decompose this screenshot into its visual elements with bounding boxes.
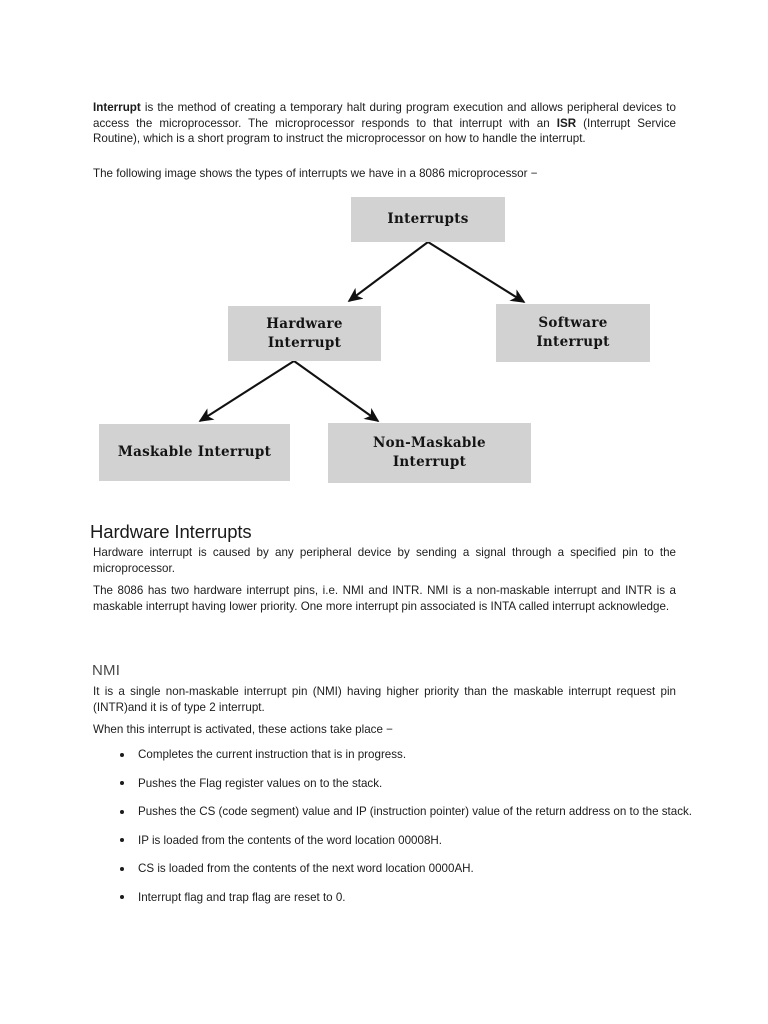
list-item: Interrupt flag and trap flag are reset t… [115, 890, 680, 906]
diagram-node-hardware-line2: Interrupt [267, 334, 342, 351]
list-item-label: Interrupt flag and trap flag are reset t… [138, 890, 346, 904]
hardware-paragraph-1: Hardware interrupt is caused by any peri… [93, 546, 676, 575]
bullet-dot-icon [120, 809, 124, 814]
list-item: Pushes the Flag register values on to th… [115, 776, 680, 792]
diagram-node-maskable-interrupt: Maskable Interrupt [99, 424, 290, 481]
list-item: Pushes the CS (code segment) value and I… [115, 804, 699, 820]
heading-hardware-interrupts: Hardware Interrupts [90, 521, 252, 543]
diagram-node-software-line2: Interrupt [536, 334, 610, 350]
list-item: CS is loaded from the contents of the ne… [115, 861, 680, 877]
nmi-paragraph-2: When this interrupt is activated, these … [93, 723, 393, 736]
intro-bold-interrupt: Interrupt [93, 101, 141, 114]
nmi-paragraph-1: It is a single non-maskable interrupt pi… [93, 685, 676, 714]
follow-paragraph: The following image shows the types of i… [93, 167, 538, 180]
intro-text-1: is the method of creating a temporary ha… [93, 101, 676, 130]
nmi-action-list: Completes the current instruction that i… [115, 747, 692, 919]
list-item: IP is loaded from the contents of the wo… [115, 833, 680, 849]
diagram-node-interrupts: Interrupts [351, 197, 505, 242]
edge-hardware-to-non-maskable [293, 360, 380, 422]
diagram-node-non-maskable-line2: Interrupt [392, 454, 467, 470]
bullet-dot-icon [120, 838, 124, 843]
diagram-node-hardware-interrupt: Hardware Interrupt [228, 306, 381, 361]
list-item-label: Pushes the CS (code segment) value and I… [138, 805, 693, 819]
diagram-node-hardware-line1: Hardware [266, 315, 343, 332]
intro-paragraph: Interrupt is the method of creating a te… [93, 100, 676, 147]
heading-nmi: NMI [92, 662, 121, 679]
list-item-label: CS is loaded from the contents of the ne… [138, 862, 474, 876]
list-item-label: IP is loaded from the contents of the wo… [138, 833, 442, 847]
list-item-label: Pushes the Flag register values on to th… [138, 776, 383, 790]
list-item-label: Completes the current instruction that i… [138, 748, 407, 761]
diagram-node-non-maskable-interrupt: Non-Maskable Interrupt [328, 423, 531, 483]
bullet-dot-icon [120, 866, 124, 871]
diagram-node-non-maskable-line1: Non-Maskable [373, 435, 486, 451]
interrupt-types-diagram: Interrupts Hardware Interrupt Software I… [0, 190, 768, 495]
list-item: Completes the current instruction that i… [115, 747, 680, 763]
bullet-dot-icon [120, 752, 124, 757]
diagram-node-software-line1: Software [538, 315, 608, 331]
intro-bold-isr: ISR [556, 116, 577, 130]
bullet-dot-icon [120, 895, 124, 900]
bullet-dot-icon [120, 781, 124, 786]
intro-text-2: (Interrupt Service Routine), which is a … [93, 116, 676, 146]
edge-hardware-to-maskable [198, 360, 295, 422]
diagram-node-software-interrupt: Software Interrupt [496, 304, 650, 362]
edge-root-to-software [427, 241, 526, 303]
edge-root-to-hardware [347, 241, 429, 303]
hardware-paragraph-2: The 8086 has two hardware interrupt pins… [93, 584, 676, 613]
